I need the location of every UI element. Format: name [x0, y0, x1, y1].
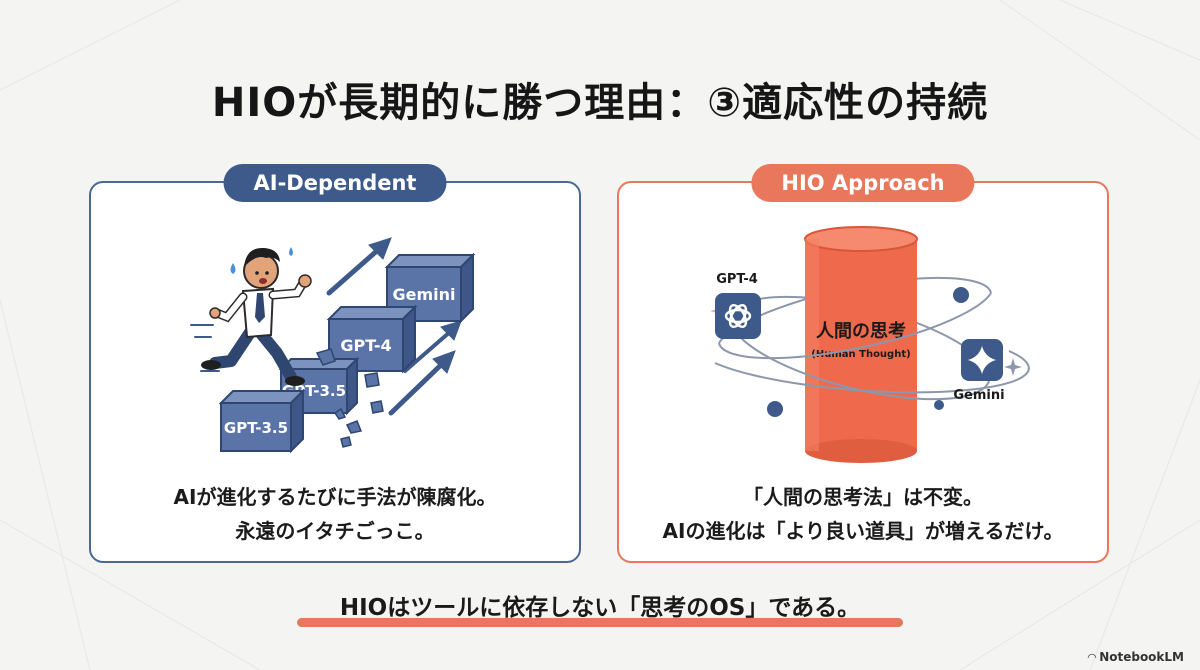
hio-approach-badge: HIO Approach — [751, 164, 975, 202]
gpt4-tool-icon — [715, 293, 761, 339]
svg-text:(Human Thought): (Human Thought) — [811, 349, 910, 360]
tool-label-gpt4: GPT-4 — [716, 272, 758, 287]
conclusion-row: HIOはツールに依存しない「思考のOS」である。 — [0, 588, 1200, 622]
notebooklm-icon: ◠ — [1087, 651, 1097, 664]
ai-dependent-caption: AIが進化するたびに手法が陳腐化。 永遠のイタチごっこ。 — [173, 485, 497, 543]
ai-dependent-panel: AI-Dependent Gemini GPT-4 G — [89, 164, 581, 563]
svg-text:GPT-4: GPT-4 — [340, 336, 391, 355]
ai-dependent-illustration: Gemini GPT-4 GPT-3.5 GPT-3.5 — [190, 237, 476, 454]
orbit-spheres — [767, 287, 969, 417]
brand-logo: ◠NotebookLM — [1087, 650, 1184, 664]
upward-arrows — [326, 237, 462, 416]
svg-text:人間の思考: 人間の思考 — [816, 320, 906, 342]
running-person — [190, 247, 312, 386]
page-title: HIOが長期的に勝つ理由：③適応性の持続 — [211, 80, 989, 126]
crumbling-debris — [315, 348, 384, 448]
conclusion-text: HIOはツールに依存しない「思考のOS」である。 — [339, 595, 861, 621]
gemini-tool-icon — [961, 339, 1003, 381]
conclusion-underline — [297, 618, 903, 627]
block-gpt35-lower: GPT-3.5 — [218, 388, 306, 454]
hio-approach-illustration: 人間の思考 (Human Thought) GPT-4 — [710, 226, 1030, 463]
human-thought-cylinder: 人間の思考 (Human Thought) — [804, 226, 918, 463]
tool-label-gemini: Gemini — [953, 388, 1004, 403]
svg-text:GPT-3.5: GPT-3.5 — [224, 419, 288, 437]
svg-text:Gemini: Gemini — [392, 285, 455, 304]
ai-dependent-badge: AI-Dependent — [223, 164, 447, 202]
hio-approach-panel: HIO Approach 人間の思考 (Human Thought) — [617, 164, 1109, 563]
hio-approach-caption: 「人間の思考法」は不変。 AIの進化は「より良い道具」が増えるだけ。 — [662, 485, 1064, 543]
